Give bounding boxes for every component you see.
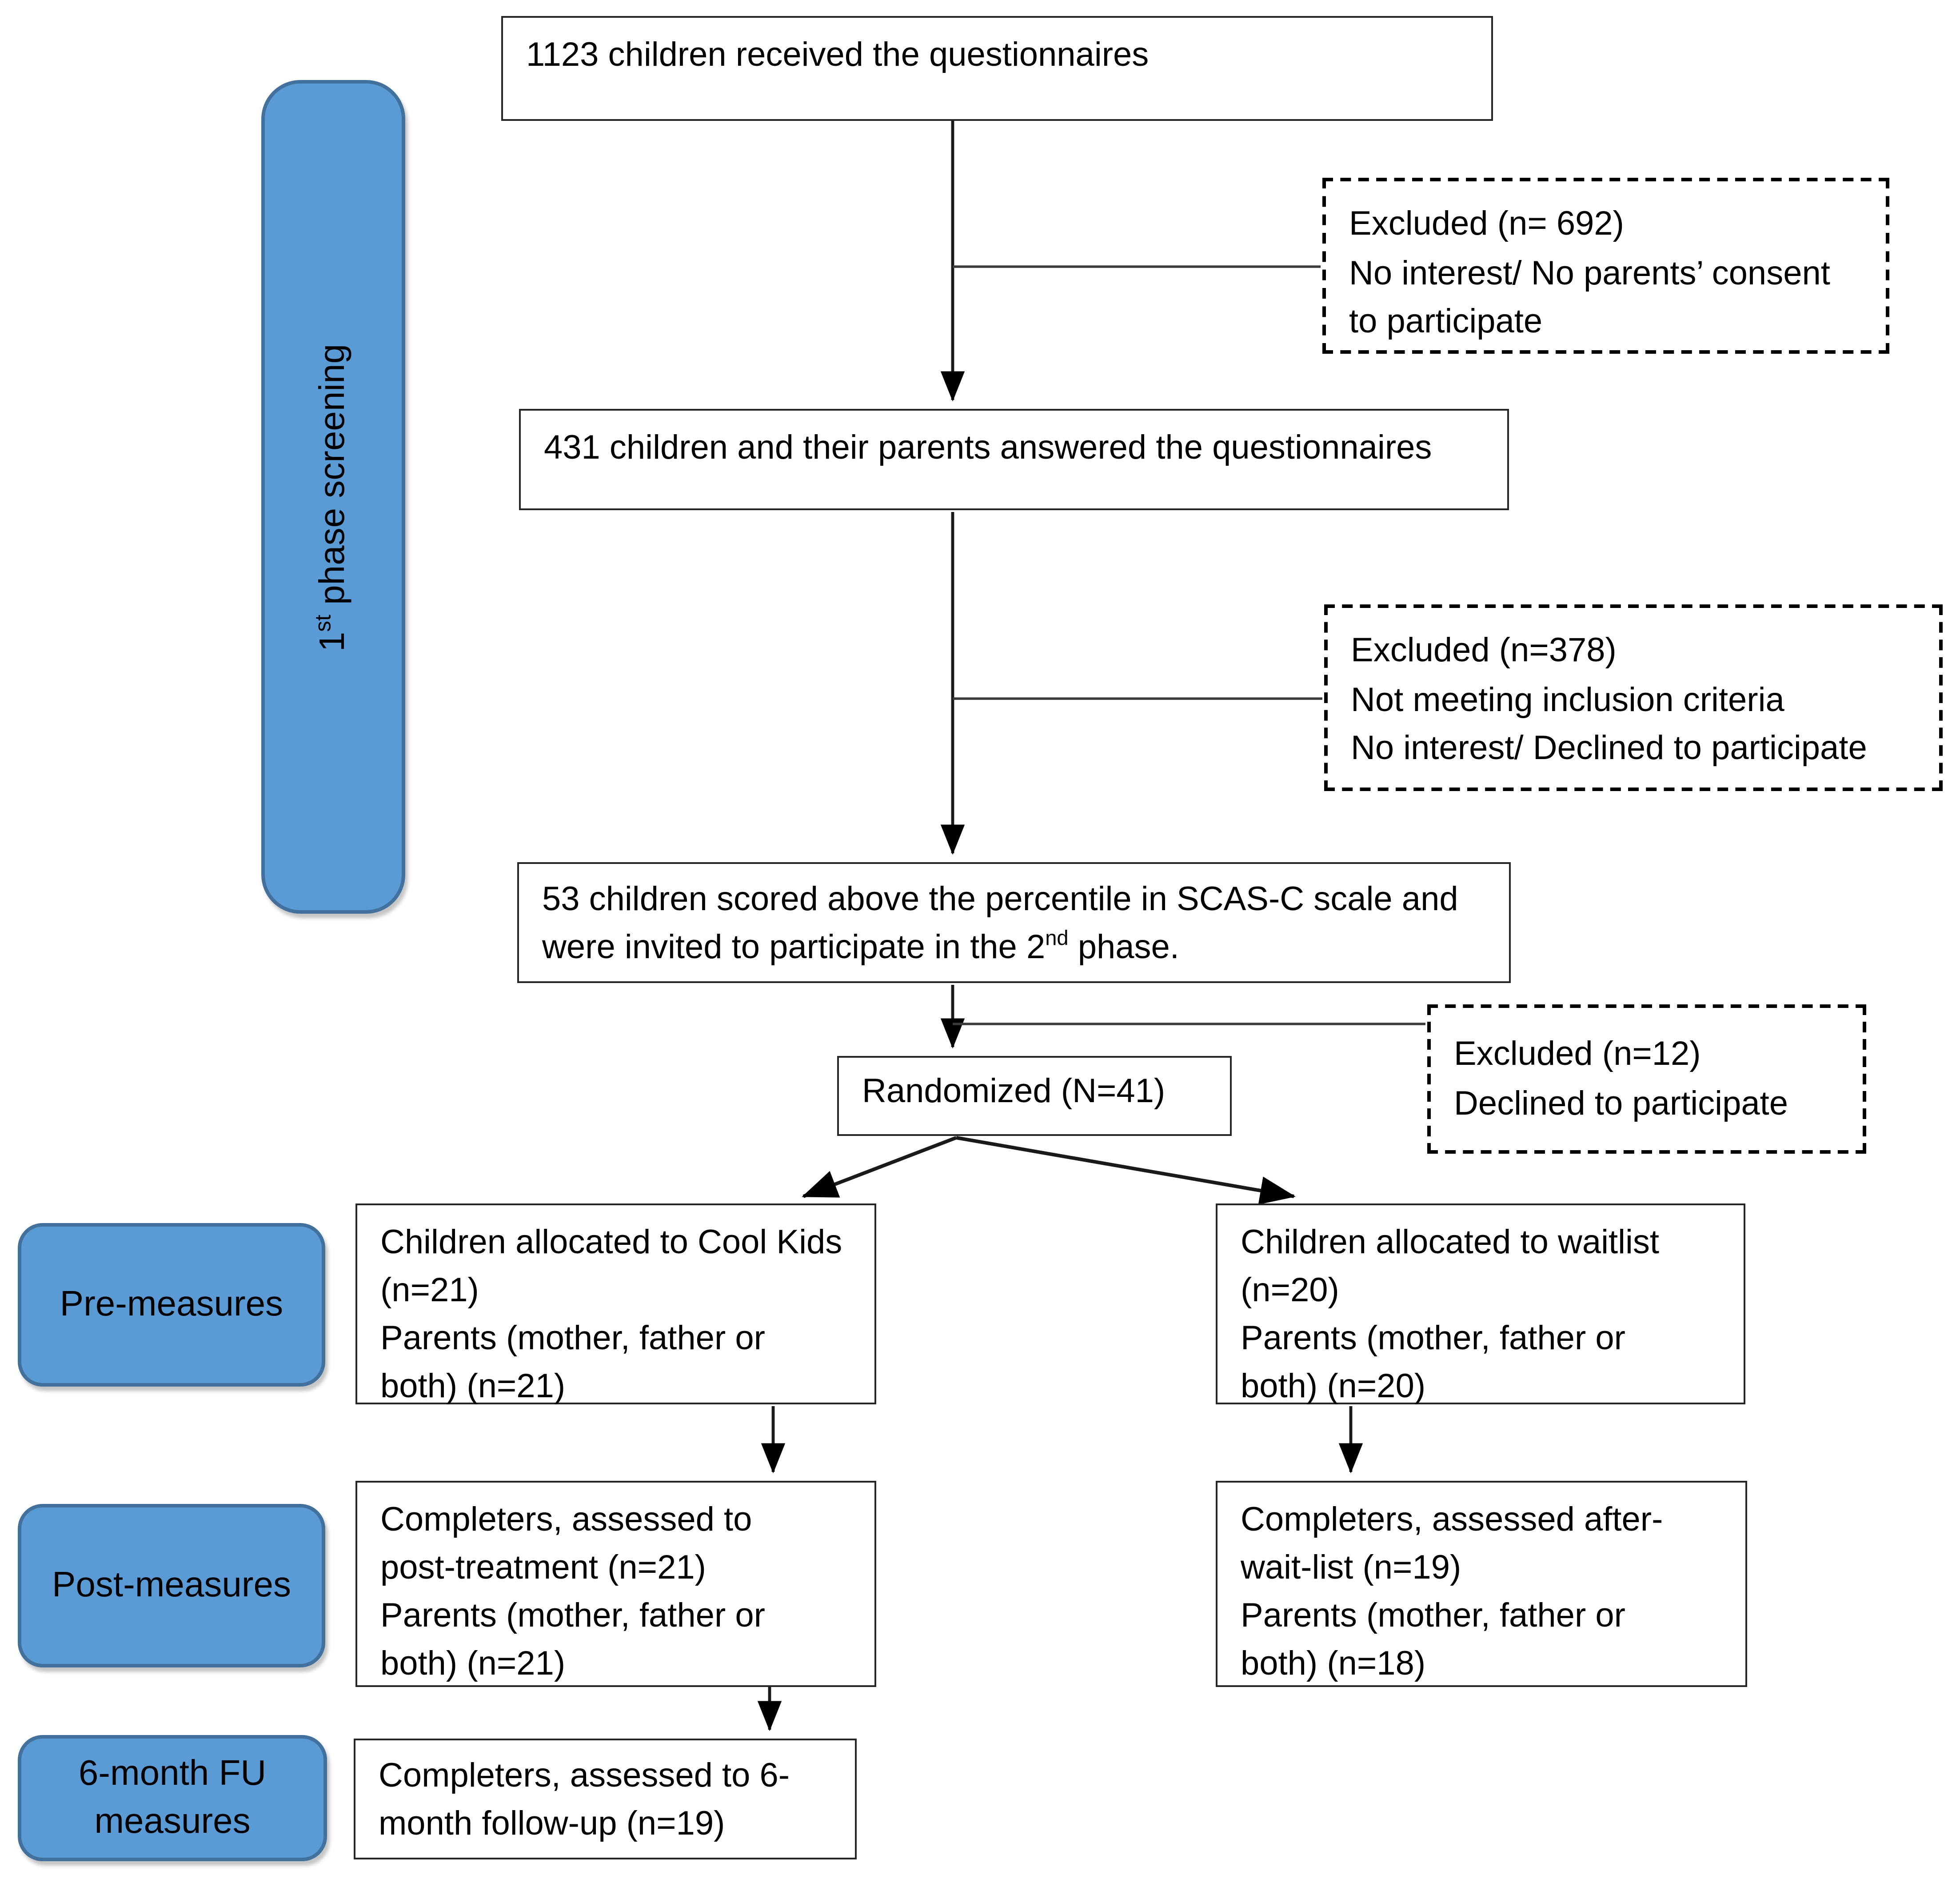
arrow-randomized-to-waitlist [956,1136,1296,1205]
followup-line: Completers, assessed to 6- [379,1758,790,1795]
stage-pre-measures-label: Pre-measures [60,1284,283,1323]
box-received-questionnaires: 1123 children received the questionnaire… [501,16,1493,121]
arrow-randomized-to-cool-kids [802,1136,957,1198]
post-waitlist-line: Completers, assessed after- [1241,1502,1663,1539]
box-scored-line1: 53 children scored above the percentile … [542,882,1458,919]
excluded-randomization-line: Declined to participate [1454,1085,1788,1123]
excluded-randomization-line: Excluded (n=12) [1454,1036,1701,1074]
post-waitlist-line: Parents (mother, father or [1241,1598,1625,1635]
pre-waitlist-line: (n=20) [1241,1273,1339,1310]
box-excluded-second-phase: Excluded (n=378) Not meeting inclusion c… [1324,604,1943,791]
stage-6-month-fu-line2: measures [94,1802,251,1841]
pre-waitlist-line: Parents (mother, father or [1241,1321,1625,1358]
excluded-second-line: No interest/ Declined to participate [1351,731,1867,768]
box-scored-line2: were invited to participate in the 2nd p… [542,927,1179,967]
box-followup-completers: Completers, assessed to 6- month follow-… [354,1739,857,1859]
pre-cool-kids-line: Children allocated to Cool Kids [380,1225,842,1262]
excluded-second-line: Not meeting inclusion criteria [1351,682,1784,719]
excluded-first-line: to participate [1349,304,1543,341]
box-excluded-randomization: Excluded (n=12) Declined to participate [1427,1004,1866,1154]
followup-line: month follow-up (n=19) [379,1806,725,1843]
box-pre-cool-kids: Children allocated to Cool Kids (n=21) P… [355,1203,876,1406]
pre-cool-kids-line: both) (n=21) [380,1369,566,1406]
stage-first-phase-screening: 1st phase screening [261,80,405,914]
pre-cool-kids-line: (n=21) [380,1273,479,1310]
post-cool-kids-line: Parents (mother, father or [380,1598,765,1635]
pre-waitlist-line: Children allocated to waitlist [1241,1225,1660,1262]
box-answered-questionnaires-text: 431 children and their parents answered … [544,430,1432,468]
post-waitlist-line: both) (n=18) [1241,1646,1426,1683]
excluded-first-line: No interest/ No parents’ consent [1349,255,1830,292]
post-cool-kids-line: both) (n=21) [380,1646,566,1683]
excluded-first-line: Excluded (n= 692) [1349,206,1624,244]
pre-waitlist-line: both) (n=20) [1241,1369,1426,1406]
box-scored-above-percentile: 53 children scored above the percentile … [517,862,1511,983]
box-answered-questionnaires: 431 children and their parents answered … [519,409,1509,510]
box-randomized: Randomized (N=41) [837,1056,1232,1136]
stage-post-measures-label: Post-measures [52,1565,291,1604]
box-post-cool-kids: Completers, assessed to post-treatment (… [355,1481,876,1687]
excluded-second-line: Excluded (n=378) [1351,633,1617,670]
stage-6-month-fu-line1: 6-month FU [78,1754,267,1793]
post-cool-kids-line: post-treatment (n=21) [380,1550,706,1587]
stage-post-measures: Post-measures [18,1504,325,1667]
pre-cool-kids-line: Parents (mother, father or [380,1321,765,1358]
stage-pre-measures: Pre-measures [18,1223,325,1387]
box-pre-waitlist: Children allocated to waitlist (n=20) Pa… [1216,1203,1745,1406]
box-excluded-first-phase: Excluded (n= 692) No interest/ No parent… [1322,178,1889,354]
box-received-questionnaires-text: 1123 children received the questionnaire… [526,37,1149,75]
post-cool-kids-line: Completers, assessed to [380,1502,752,1539]
box-post-waitlist: Completers, assessed after- wait-list (n… [1216,1481,1747,1687]
stage-6-month-fu-measures: 6-month FU measures [18,1735,327,1861]
post-waitlist-line: wait-list (n=19) [1241,1550,1461,1587]
box-randomized-text: Randomized (N=41) [862,1074,1166,1111]
stage-first-phase-screening-label: 1st phase screening [310,343,352,651]
